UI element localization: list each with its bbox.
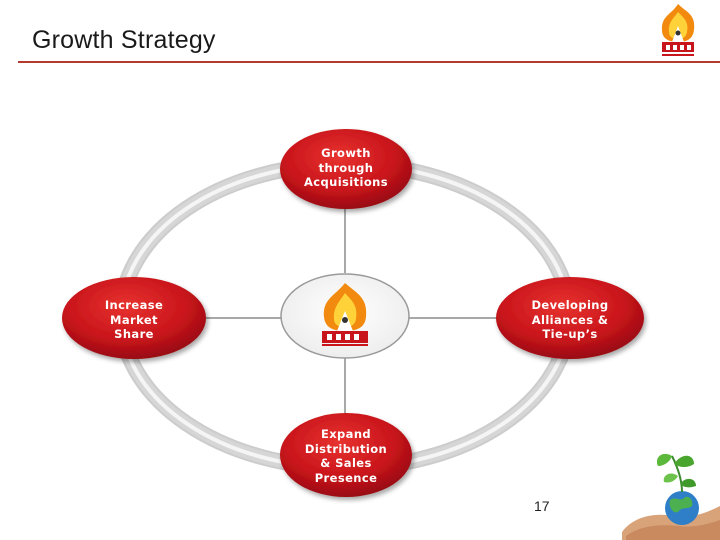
- node-left-label: Increase Market Share: [104, 298, 164, 341]
- company-logo-icon: [661, 4, 695, 56]
- node-right-label: Developing Alliances & Tie-up’s: [531, 298, 609, 341]
- node-left-shape: [62, 277, 206, 359]
- slide-title: Growth Strategy: [32, 26, 216, 54]
- plant-globe-in-hand-icon: [622, 453, 720, 540]
- page-number: 17: [534, 498, 550, 514]
- title-underline: [18, 61, 720, 63]
- node-bottom-label: Expand Distribution & Sales Presence: [304, 427, 388, 485]
- node-right-shape: [496, 277, 644, 359]
- node-top-shape: [280, 129, 412, 209]
- node-bottom-shape: [280, 413, 412, 497]
- center-logo-icon: [322, 283, 368, 346]
- node-top-label: Growth through Acquisitions: [303, 146, 389, 189]
